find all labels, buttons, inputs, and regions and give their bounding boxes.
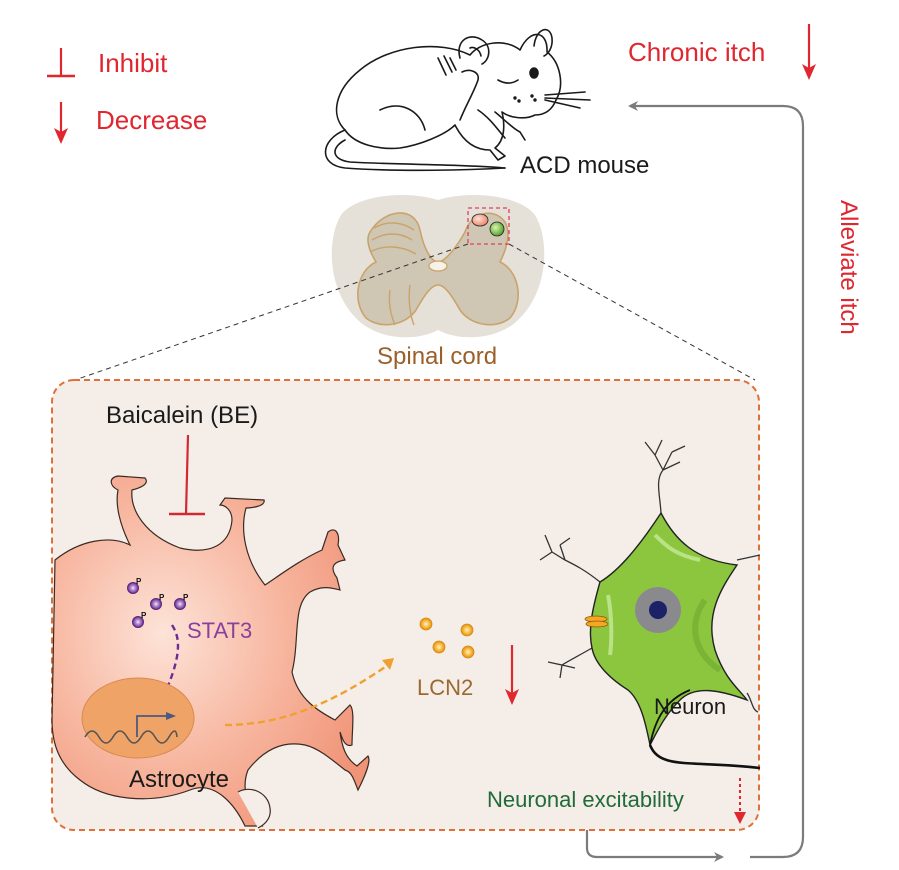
neuronal-excitability-label: Neuronal excitability: [487, 787, 684, 812]
spinal-cord-label: Spinal cord: [377, 343, 497, 370]
zoom-region-box: [467, 207, 510, 245]
stat3-label: STAT3: [187, 618, 252, 643]
svg-text:P: P: [141, 611, 147, 620]
lcn2-decrease-arrow-icon: [505, 645, 519, 705]
acd-mouse-label: ACD mouse: [520, 152, 649, 179]
lcn2-receptor-icon: [584, 615, 609, 628]
p-stat3-dot: P: [127, 577, 142, 594]
legend: Inhibit Decrease: [47, 48, 207, 144]
svg-text:P: P: [159, 593, 165, 602]
inhibit-label: Inhibit: [98, 48, 168, 78]
chronic-itch-decrease-arrow-icon: [802, 24, 816, 80]
feedback-loop-arrow: [585, 101, 805, 862]
zoom-guide-lines: [74, 243, 756, 381]
astrocyte-nucleus: [81, 677, 195, 759]
lcn2-dot: [460, 623, 474, 637]
lcn2-dot: [461, 645, 475, 659]
lcn2-molecules: [419, 617, 475, 659]
svg-text:P: P: [183, 593, 189, 602]
astrocyte-label: Astrocyte: [129, 766, 229, 793]
p-stat3-dot: P: [174, 593, 189, 610]
mouse-illustration: [324, 28, 591, 172]
alleviate-itch-label: Alleviate itch: [835, 200, 862, 335]
excitability-decrease-arrow-icon: [734, 778, 746, 824]
neuron-cell: [539, 439, 761, 770]
baicalein-inhibit-icon: [169, 434, 205, 516]
decrease-label: Decrease: [96, 105, 207, 135]
lcn2-label: LCN2: [417, 675, 473, 700]
decrease-arrow-icon: [54, 102, 68, 144]
svg-text:P: P: [136, 577, 142, 586]
inhibit-icon: [47, 48, 75, 78]
chronic-itch-label: Chronic itch: [628, 37, 765, 67]
lcn2-secretion-arrow: [224, 658, 394, 727]
p-stat3-dot: P: [132, 611, 147, 628]
phospho-stat3-molecules: P P P P: [127, 577, 189, 628]
neuron-label: Neuron: [654, 694, 726, 719]
lcn2-dot: [419, 617, 433, 631]
p-stat3-dot: P: [150, 593, 165, 610]
transcription-start-arrow-icon: [166, 712, 176, 720]
lcn2-dot: [432, 640, 446, 654]
baicalein-label: Baicalein (BE): [106, 402, 258, 429]
spinal-cord-illustration: [331, 195, 545, 338]
